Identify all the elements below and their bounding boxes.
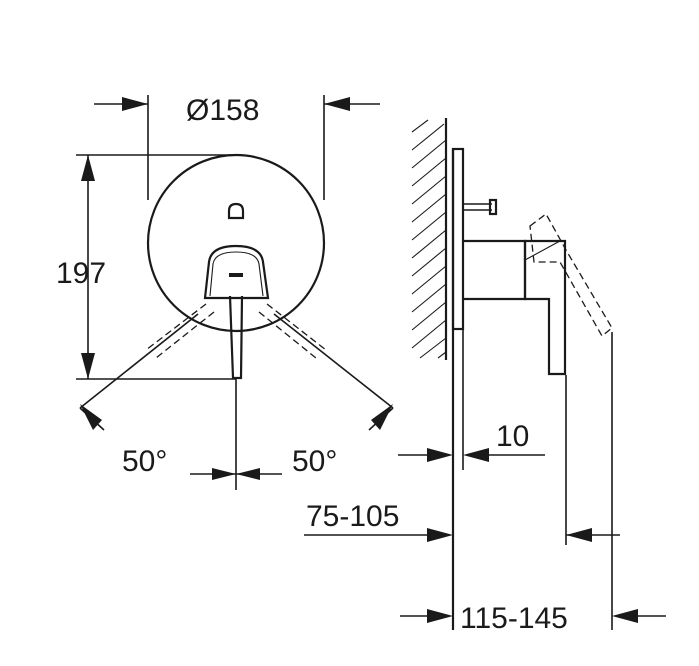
installation-depth-label: 75-105	[306, 500, 399, 533]
side-body	[463, 239, 527, 301]
handle-slot	[229, 273, 243, 277]
front-view	[76, 95, 394, 490]
wall-hatching	[411, 119, 447, 359]
angle-left-label: 50°	[122, 445, 167, 478]
diameter-label: Ø158	[186, 94, 259, 127]
side-plate	[451, 147, 465, 331]
lever-housing	[203, 244, 270, 300]
side-view	[304, 118, 666, 630]
plate-thickness-label: 10	[496, 420, 529, 453]
side-lever	[523, 239, 567, 376]
projection-label: 115-145	[460, 602, 568, 635]
height-label: 197	[56, 257, 106, 290]
angle-right-label: 50°	[292, 445, 337, 478]
rosette-plate	[146, 153, 326, 333]
diverter-icon	[227, 202, 245, 220]
lever-handle	[228, 295, 244, 380]
